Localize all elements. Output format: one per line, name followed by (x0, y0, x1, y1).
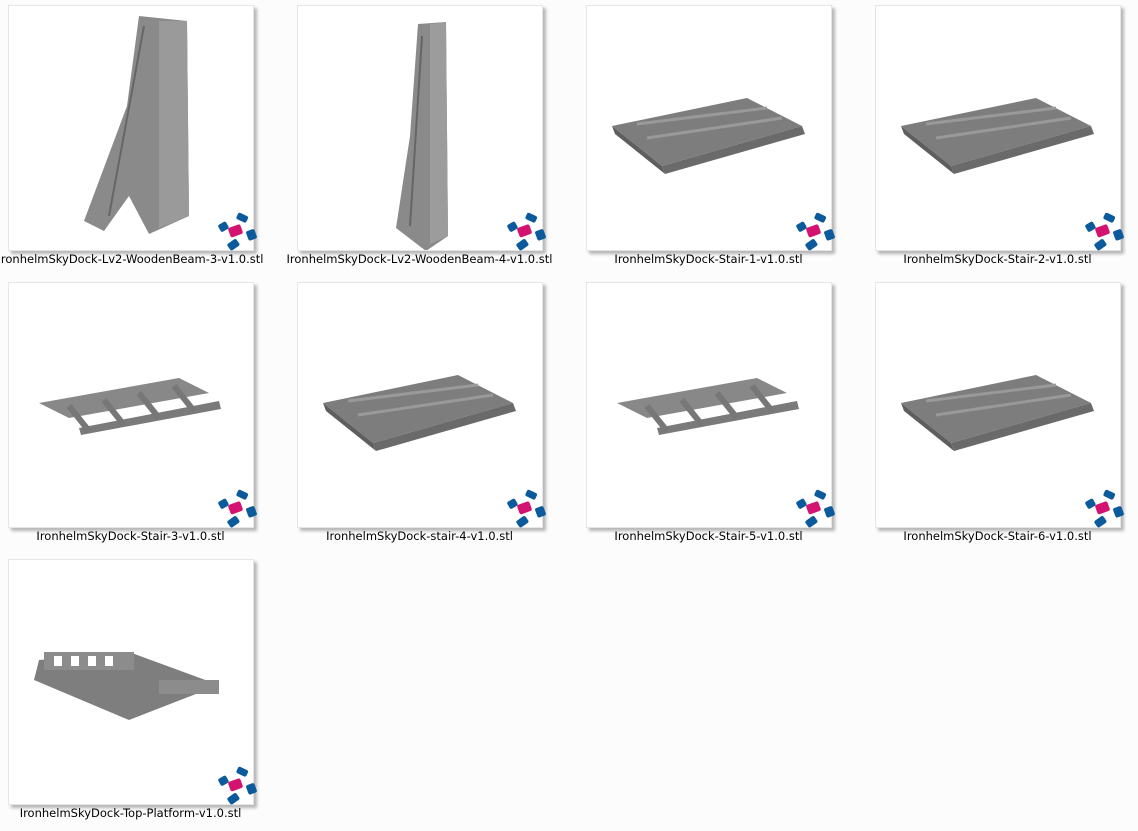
file-thumbnail[interactable] (297, 282, 546, 528)
model-preview (617, 378, 799, 435)
app-logo-icon (218, 766, 257, 805)
model-preview (612, 98, 805, 174)
file-thumbnail[interactable] (875, 282, 1124, 528)
file-item[interactable]: IronhelmSkyDock-stair-4-v1.0.stl (297, 277, 586, 554)
app-logo-icon (1085, 212, 1124, 251)
file-item[interactable]: IronhelmSkyDock-Stair-3-v1.0.stl (8, 277, 297, 554)
app-logo-icon (507, 489, 546, 528)
app-logo-icon (1085, 489, 1124, 528)
file-thumbnail[interactable] (297, 5, 546, 251)
file-name[interactable]: IronhelmSkyDock-stair-4-v1.0.stl (326, 529, 513, 543)
file-name[interactable]: IronhelmSkyDock-Stair-5-v1.0.stl (614, 529, 803, 543)
app-logo-icon (507, 212, 546, 251)
model-preview (84, 16, 189, 234)
app-logo-icon (796, 212, 835, 251)
file-name[interactable]: IronhelmSkyDock-Stair-2-v1.0.stl (903, 252, 1092, 266)
app-logo-icon (796, 489, 835, 528)
file-item[interactable]: IronhelmSkyDock-Stair-5-v1.0.stl (586, 277, 875, 554)
file-thumbnail[interactable] (586, 5, 835, 251)
file-thumbnail[interactable] (8, 559, 257, 805)
app-logo-icon (218, 212, 257, 251)
file-name[interactable]: IronhelmSkyDock-Stair-3-v1.0.stl (36, 529, 225, 543)
file-name[interactable]: IronhelmSkyDock-Lv2-WoodenBeam-4-v1.0.st… (286, 252, 553, 266)
model-preview (901, 375, 1094, 451)
file-name[interactable]: IronhelmSkyDock-Stair-1-v1.0.stl (614, 252, 803, 266)
file-name[interactable]: IronhelmSkyDock-Lv2-WoodenBeam-3-v1.0.st… (0, 252, 264, 266)
model-preview (34, 652, 219, 720)
file-thumbnail[interactable] (875, 5, 1124, 251)
app-logo-icon (218, 489, 257, 528)
file-thumbnail[interactable] (586, 282, 835, 528)
file-item[interactable]: IronhelmSkyDock-Stair-1-v1.0.stl (586, 0, 875, 277)
file-thumbnail[interactable] (8, 282, 257, 528)
file-item[interactable]: IronhelmSkyDock-Stair-2-v1.0.stl (875, 0, 1138, 277)
file-item[interactable]: IronhelmSkyDock-Lv2-WoodenBeam-3-v1.0.st… (0, 0, 297, 277)
file-item[interactable]: IronhelmSkyDock-Stair-6-v1.0.stl (875, 277, 1138, 554)
file-thumbnail[interactable] (8, 5, 257, 251)
model-preview (396, 22, 448, 250)
model-preview (39, 378, 221, 435)
model-preview (901, 98, 1094, 174)
model-preview (323, 375, 516, 451)
file-item[interactable]: IronhelmSkyDock-Lv2-WoodenBeam-4-v1.0.st… (287, 0, 586, 277)
file-item[interactable]: IronhelmSkyDock-Top-Platform-v1.0.stl (8, 554, 297, 831)
file-name[interactable]: IronhelmSkyDock-Stair-6-v1.0.stl (903, 529, 1092, 543)
file-name[interactable]: IronhelmSkyDock-Top-Platform-v1.0.stl (19, 806, 242, 820)
